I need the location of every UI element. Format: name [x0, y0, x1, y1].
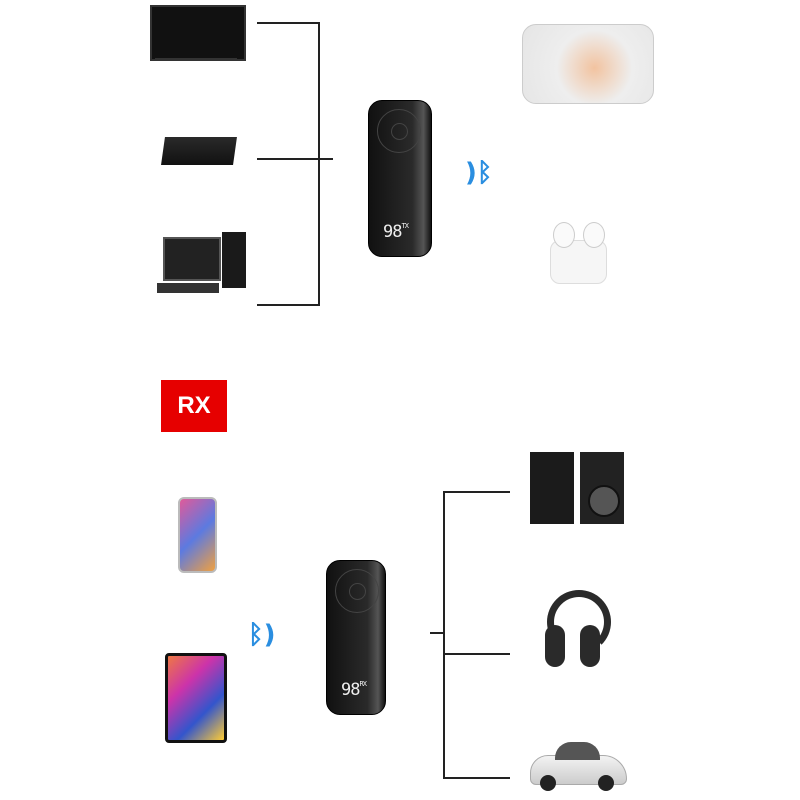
connector-line	[257, 158, 333, 160]
connector-line	[257, 304, 319, 306]
bluetooth-icon: ᛒ)	[248, 620, 276, 650]
set-top-box-image	[161, 137, 237, 165]
bluetooth-icon: )ᛒ	[465, 158, 493, 188]
earbud	[583, 222, 605, 248]
tv-image	[150, 5, 246, 61]
speaker-woofer	[588, 485, 620, 517]
headphones-image	[547, 590, 611, 654]
connector-line	[443, 491, 510, 493]
connector-line	[318, 22, 320, 306]
pc-tower	[222, 232, 246, 288]
display: 98RX	[341, 680, 367, 700]
headphone-cup	[580, 625, 600, 667]
car-wheel	[598, 775, 614, 791]
connector-line	[443, 653, 510, 655]
connector-line	[257, 22, 319, 24]
smart-speaker-image	[522, 24, 654, 104]
car-wheel	[540, 775, 556, 791]
pc-keyboard	[157, 283, 219, 293]
transmitter-device: 98TX	[368, 100, 432, 257]
display: 98TX	[383, 222, 409, 242]
control-wheel	[377, 109, 421, 153]
tablet-image	[165, 653, 227, 743]
wireless-earbuds-image	[550, 240, 607, 284]
control-wheel	[335, 569, 379, 613]
earbud	[553, 222, 575, 248]
headphone-cup	[545, 625, 565, 667]
tv-stand	[155, 58, 237, 61]
desktop-pc-image	[163, 237, 221, 281]
bookshelf-speaker-left	[530, 452, 574, 524]
smartphone-image	[178, 497, 217, 573]
connector-line	[443, 777, 510, 779]
connector-line	[443, 491, 445, 779]
car-roof	[555, 742, 600, 760]
rx-badge: RX	[161, 380, 227, 432]
connector-line	[430, 632, 444, 634]
receiver-device: 98RX	[326, 560, 386, 715]
